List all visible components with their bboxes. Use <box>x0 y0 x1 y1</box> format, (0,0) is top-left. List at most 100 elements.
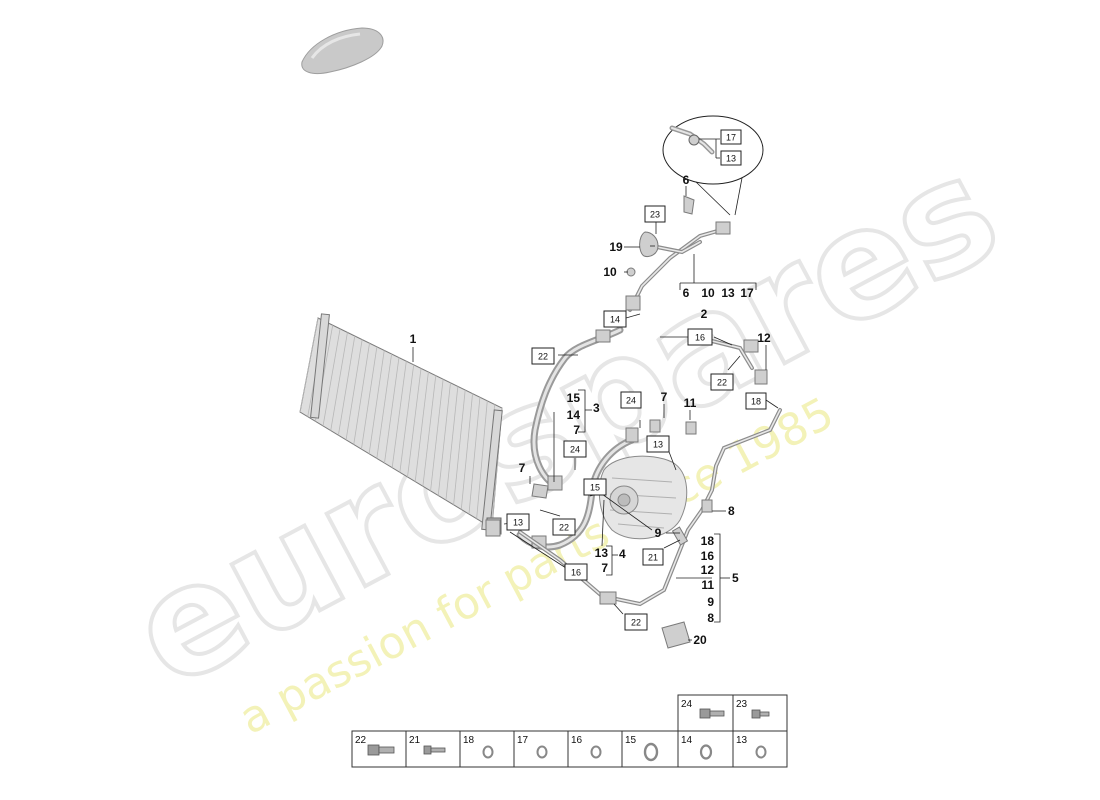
group-4-item: 7 <box>601 561 608 575</box>
svg-text:15: 15 <box>590 483 600 493</box>
svg-text:17: 17 <box>726 133 736 143</box>
callout-3: 3 <box>593 401 600 415</box>
boxed-callout-17: 17 <box>720 129 742 145</box>
svg-text:18: 18 <box>751 397 761 407</box>
o-ring-icon <box>536 745 548 759</box>
parts-legend: 24 23 22 21 <box>351 694 788 768</box>
svg-text:22: 22 <box>631 618 641 628</box>
callout-19: 19 <box>609 240 623 254</box>
callout-4: 4 <box>619 547 626 561</box>
watermark: eurospares a passion for parts since 198… <box>103 121 1026 745</box>
svg-text:22: 22 <box>355 735 367 746</box>
hose-suction <box>530 326 624 491</box>
callout-6: 6 <box>683 173 690 187</box>
callout-7b: 7 <box>519 461 526 475</box>
callout-20: 20 <box>693 633 707 647</box>
callout-7a: 7 <box>661 390 668 404</box>
condenser-fins <box>299 317 503 529</box>
svg-text:22: 22 <box>538 352 548 362</box>
svg-text:15: 15 <box>625 735 637 746</box>
compressor <box>598 455 688 540</box>
group-2-item: 17 <box>740 286 754 300</box>
callout-12: 12 <box>757 331 771 345</box>
svg-text:16: 16 <box>571 568 581 578</box>
pipe-assembly-upper <box>625 195 731 312</box>
group-2-list: 6 10 13 17 <box>683 286 754 300</box>
svg-text:24: 24 <box>570 445 580 455</box>
callout-11: 11 <box>684 396 697 410</box>
group-brackets <box>578 282 757 623</box>
svg-text:18: 18 <box>463 735 475 746</box>
legend-cell-15: 15 <box>621 730 679 768</box>
boxed-callout-24: 24 <box>620 391 642 409</box>
bolt-long-icon <box>423 745 446 755</box>
svg-text:16: 16 <box>571 735 583 746</box>
legend-cell-16: 16 <box>567 730 623 768</box>
svg-text:21: 21 <box>648 553 658 563</box>
group-2-item: 13 <box>721 286 735 300</box>
legend-cell-21: 21 <box>405 730 461 768</box>
svg-text:16: 16 <box>695 333 705 343</box>
watermark-brand: eurospares <box>105 123 1024 722</box>
svg-text:21: 21 <box>409 735 421 746</box>
boxed-callout-22: 22 <box>552 518 576 536</box>
car-silhouette-icon <box>301 27 384 75</box>
svg-text:23: 23 <box>736 699 748 710</box>
bolt-large-icon <box>699 708 725 719</box>
group-5-item: 16 <box>701 549 715 563</box>
group-3-list: 15 14 7 <box>567 391 581 437</box>
boxed-callout-24: 24 <box>563 440 587 458</box>
group-4-list: 13 7 <box>595 546 609 575</box>
boxed-callout-13: 13 <box>720 150 742 166</box>
group-2-item: 10 <box>701 286 715 300</box>
boxed-callout-21: 21 <box>642 548 664 566</box>
legend-cell-18: 18 <box>459 730 515 768</box>
group-3-item: 15 <box>567 391 581 405</box>
boxed-callout-22: 22 <box>531 347 555 365</box>
o-ring-icon <box>590 745 602 759</box>
svg-text:17: 17 <box>517 735 529 746</box>
legend-cell-13: 13 <box>732 730 788 768</box>
group-5-item: 8 <box>707 611 714 625</box>
svg-text:13: 13 <box>726 154 736 164</box>
callout-9: 9 <box>655 526 662 540</box>
group-5-item: 18 <box>701 534 715 548</box>
o-ring-large-icon <box>643 742 659 762</box>
pipe-liquid-line <box>518 336 782 607</box>
boxed-callouts: 17 13 23 14 22 16 22 18 24 13 24 15 13 2… <box>506 129 767 631</box>
group-3-item: 14 <box>567 408 581 422</box>
svg-text:13: 13 <box>513 518 523 528</box>
group-5-list: 18 16 12 11 9 8 <box>701 534 715 625</box>
legend-cell-22: 22 <box>351 730 407 768</box>
legend-cell-24: 24 <box>677 694 734 732</box>
boxed-callout-13: 13 <box>506 513 530 531</box>
svg-text:24: 24 <box>626 396 636 406</box>
group-5-item: 11 <box>701 578 714 592</box>
svg-text:22: 22 <box>559 523 569 533</box>
svg-text:13: 13 <box>653 440 663 450</box>
boxed-callout-13: 13 <box>646 435 670 453</box>
o-ring-icon <box>755 745 767 759</box>
svg-text:23: 23 <box>650 210 660 220</box>
callout-labels: 1 2 3 4 5 6 7 7 8 9 10 11 12 19 20 <box>410 173 771 647</box>
boxed-callout-14: 14 <box>603 310 627 328</box>
callout-5: 5 <box>732 571 739 585</box>
legend-cell-23: 23 <box>732 694 788 732</box>
svg-text:13: 13 <box>736 735 748 746</box>
callout-2: 2 <box>701 307 708 321</box>
svg-text:24: 24 <box>681 699 693 710</box>
callout-1: 1 <box>410 332 417 346</box>
detail-circle <box>662 115 764 216</box>
legend-cell-14: 14 <box>677 730 734 768</box>
bolt-large-icon <box>367 744 395 756</box>
boxed-callout-16: 16 <box>687 328 713 346</box>
boxed-callout-23: 23 <box>644 205 666 223</box>
legend-cell-17: 17 <box>513 730 569 768</box>
o-ring-icon <box>699 744 713 760</box>
group-2-item: 6 <box>683 286 690 300</box>
o-ring-icon <box>482 745 494 759</box>
boxed-callout-15: 15 <box>583 478 607 496</box>
boxed-callout-18: 18 <box>745 392 767 410</box>
svg-text:22: 22 <box>717 378 727 388</box>
